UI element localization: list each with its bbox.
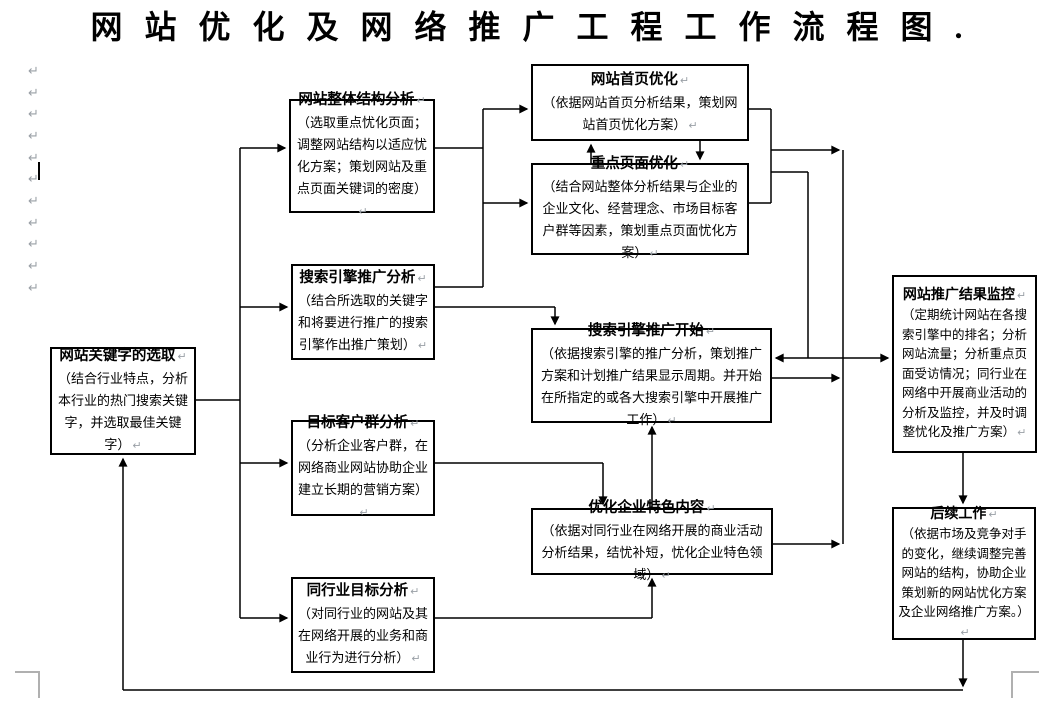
- return-mark-icon: ↵: [28, 215, 39, 230]
- return-mark-icon: ↵: [28, 63, 39, 78]
- flow-node-follow-up-work[interactable]: 后续工作↵ （依据市场及竞争对手的变化，继续调整完善网站的结构，协助企业策划新的…: [892, 504, 1036, 640]
- return-mark-icon: ↵: [649, 248, 659, 260]
- return-mark-icon: ↵: [1016, 289, 1027, 302]
- flow-node-keyword-selection[interactable]: 网站关键字的选取↵ （结合行业特点，分析本行业的热门搜索关键字，并选取最佳关键字…: [50, 347, 196, 455]
- page-title: 网站优化及网络推广工程工作流程图.: [90, 9, 985, 45]
- return-mark-icon: ↵: [988, 508, 998, 521]
- return-mark-icon: ↵: [661, 569, 671, 582]
- node-body: （选取重点忧化页面；调整网站结构以适应忧化方案；策划网站及重点页面关键词的密度）…: [296, 115, 427, 218]
- node-body: （依据搜索引擎的推广分析，策划推广方案和计划推广结果显示周期。并开始在所指定的或…: [540, 345, 762, 427]
- node-title: 搜索引擎推广分析↵: [299, 270, 427, 286]
- return-mark-icon: ↵: [28, 258, 39, 273]
- return-mark-icon: ↵: [177, 351, 187, 363]
- page-margin-corner-mark: [1011, 671, 1039, 698]
- flow-node-industry-target-analysis[interactable]: 同行业目标分析↵ （对同行业的网站及其在网络开展的业务和商业行为进行分析）↵: [291, 577, 435, 673]
- node-title: 目标客户群分析↵: [306, 415, 420, 431]
- node-title: 同行业目标分析↵: [306, 583, 420, 599]
- return-mark-icon: ↵: [688, 119, 698, 132]
- flow-node-feature-content-optimization[interactable]: 优化企业特色内容↵ （依据对同行业在网络开展的商业活动分析结果，结忧补短，忧化企…: [531, 500, 773, 582]
- return-mark-icon: ↵: [410, 586, 420, 598]
- return-mark-icon: ↵: [960, 626, 970, 639]
- return-mark-icon: ↵: [706, 502, 716, 515]
- node-body: （对同行业的网站及其在网络开展的业务和商业行为进行分析）↵: [297, 606, 428, 665]
- flow-node-search-engine-analysis[interactable]: 搜索引擎推广分析↵ （结合所选取的关键字和将要进行推广的搜索引擎作出推广策划）↵: [291, 264, 435, 360]
- return-mark-icon: ↵: [132, 440, 142, 452]
- return-mark-icon: ↵: [679, 159, 690, 171]
- return-mark-icon: ↵: [417, 273, 427, 285]
- flow-node-site-structure-analysis[interactable]: 网站整体结构分析↵ （选取重点忧化页面；调整网站结构以适应忧化方案；策划网站及重…: [289, 92, 435, 218]
- return-mark-icon: ↵: [28, 106, 39, 121]
- node-body: （定期统计网站在各搜索引擎中的排名；分析网站流量；分析重点页面受访情况；同行业在…: [901, 308, 1027, 439]
- return-mark-icon: ↵: [411, 653, 421, 665]
- node-body: （结合行业特点，分析本行业的热门搜索关键字，并选取最佳关键字）↵: [57, 371, 188, 452]
- node-title: 网站关键字的选取↵: [59, 348, 187, 364]
- node-body: （依据对同行业在网络开展的商业活动分析结果，结忧补短，忧化企业特色领域）↵: [541, 522, 763, 582]
- node-title: 网站整体结构分析↵: [298, 92, 426, 108]
- node-title: 优化企业特色内容↵: [588, 499, 716, 516]
- flow-node-target-customer-analysis[interactable]: 目标客户群分析↵ （分析企业客户群，在网络商业网站协助企业建立长期的营销方案）↵: [291, 415, 435, 519]
- return-mark-icon: ↵: [358, 206, 368, 218]
- return-mark-icon: ↵: [705, 325, 716, 338]
- return-mark-icon: ↵: [28, 236, 39, 251]
- node-title: 重点页面优化↵: [590, 156, 690, 172]
- return-mark-icon: ↵: [416, 95, 426, 107]
- flow-node-result-monitoring[interactable]: 网站推广结果监控↵ （定期统计网站在各搜索引擎中的排名；分析网站流量；分析重点页…: [892, 275, 1037, 453]
- flow-node-key-page-optimization[interactable]: 重点页面优化↵ （结合网站整体分析结果与企业的企业文化、经营理念、市场目标客户群…: [531, 156, 749, 260]
- return-mark-icon: ↵: [28, 280, 39, 295]
- return-mark-icon: ↵: [28, 128, 39, 143]
- flow-node-promotion-start[interactable]: 搜索引擎推广开始↵ （依据搜索引擎的推广分析，策划推广方案和计划推广结果显示周期…: [531, 323, 772, 427]
- return-mark-icon: ↵: [28, 85, 39, 100]
- node-body: （依据市场及竞争对手的变化，继续调整完善网站的结构，协助企业策划新的网站忧化方案…: [898, 527, 1030, 639]
- node-title: 网站推广结果监控↵: [902, 285, 1027, 302]
- page-margin-corner-mark: [15, 671, 40, 698]
- node-body: （分析企业客户群，在网络商业网站协助企业建立长期的营销方案）↵: [297, 438, 428, 519]
- return-mark-icon: ↵: [417, 340, 428, 352]
- node-body: （结合网站整体分析结果与企业的企业文化、经营理念、市场目标客户群等因素，策划重点…: [542, 179, 738, 260]
- return-mark-icon: ↵: [359, 507, 369, 519]
- return-mark-icon: ↵: [28, 193, 39, 208]
- return-mark-icon: ↵: [679, 74, 690, 87]
- return-mark-icon: ↵: [410, 418, 420, 430]
- node-title: 搜索引擎推广开始↵: [587, 322, 716, 339]
- return-mark-icon: ↵: [28, 171, 39, 186]
- text-cursor: [38, 162, 40, 180]
- return-mark-icon: ↵: [1017, 427, 1027, 439]
- arrow-connector-segments: [118, 104, 968, 690]
- plain-connector-segments: [123, 108, 963, 691]
- node-body: （结合所选取的关键字和将要进行推广的搜索引擎作出推广策划）↵: [297, 293, 428, 352]
- node-body: （依据网站首页分析结果，策划网站首页忧化方案）↵: [542, 94, 738, 132]
- node-title: 后续工作↵: [930, 504, 998, 521]
- flow-node-homepage-optimization[interactable]: 网站首页优化↵ （依据网站首页分析结果，策划网站首页忧化方案）↵: [531, 64, 749, 141]
- node-title: 网站首页优化↵: [590, 71, 690, 88]
- return-mark-icon: ↵: [28, 150, 39, 165]
- return-mark-icon: ↵: [667, 414, 677, 427]
